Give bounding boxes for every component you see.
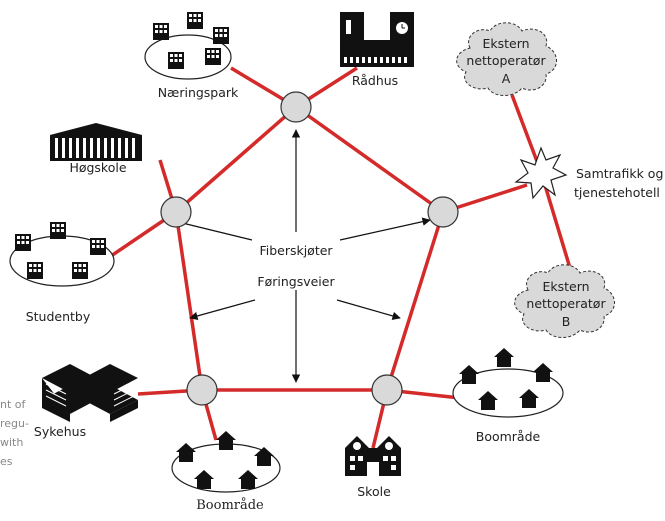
school-label: Skole <box>357 484 391 499</box>
hospital-label: Sykehus <box>34 424 86 439</box>
fiber-link <box>174 105 298 214</box>
college-icon <box>50 123 142 161</box>
arrow-right <box>339 217 431 241</box>
node-left <box>160 196 192 228</box>
operator-b-line-1: Ekstern <box>542 279 589 294</box>
network-nodes <box>160 91 459 406</box>
residential-area-right-icon <box>452 348 564 418</box>
fiber-link <box>510 94 543 173</box>
business-park-label: Næringspark <box>158 85 239 100</box>
operator-b-line-3: B <box>562 314 571 329</box>
margin-text-line-2: regu- <box>0 417 29 430</box>
fiber-link <box>385 211 445 391</box>
external-operator-a-cloud <box>456 22 557 96</box>
interconnection-label-line-1: Samtrafikk og <box>576 166 663 181</box>
margin-text-line-3: with <box>0 436 23 449</box>
arrows <box>169 129 431 383</box>
operator-a-line-2: nettoperatør <box>466 53 546 68</box>
fiber-link <box>294 105 445 214</box>
node-right <box>427 196 459 228</box>
margin-text-line-4: es <box>0 455 13 468</box>
hospital-icon <box>42 364 138 422</box>
arrow-lower-left <box>189 299 256 321</box>
interconnection-label-line-2: tjenestehotell <box>574 185 660 200</box>
ducts-label: Føringsveier <box>257 274 335 289</box>
interconnection-star-icon <box>514 146 568 200</box>
operator-a-line-3: A <box>502 71 511 86</box>
college-label: Høgskole <box>69 160 126 175</box>
node-top <box>280 91 312 123</box>
arrow-lower-right <box>336 299 401 320</box>
external-operator-b-cloud <box>514 264 615 338</box>
operator-b-line-2: nettoperatør <box>526 296 606 311</box>
fiber-link <box>174 211 204 391</box>
node-bottom-left <box>186 374 218 406</box>
residential-area-bottom-icon <box>171 431 281 493</box>
town-hall-label: Rådhus <box>352 73 398 88</box>
residential-area-bottom-label: Boområde <box>196 497 264 513</box>
school-icon <box>345 436 401 476</box>
operator-a-line-1: Ekstern <box>482 36 529 51</box>
town-hall-icon <box>340 12 414 67</box>
student-housing-label: Studentby <box>26 309 91 324</box>
node-bottom-right <box>371 374 403 406</box>
business-park-icon <box>144 12 232 80</box>
residential-area-right-label: Boområde <box>476 429 541 444</box>
margin-text: nt of regu- with es <box>0 398 29 468</box>
fiber-joints-label: Fiberskjøter <box>259 243 333 258</box>
student-housing-icon <box>9 222 115 287</box>
margin-text-line-1: nt of <box>0 398 27 411</box>
